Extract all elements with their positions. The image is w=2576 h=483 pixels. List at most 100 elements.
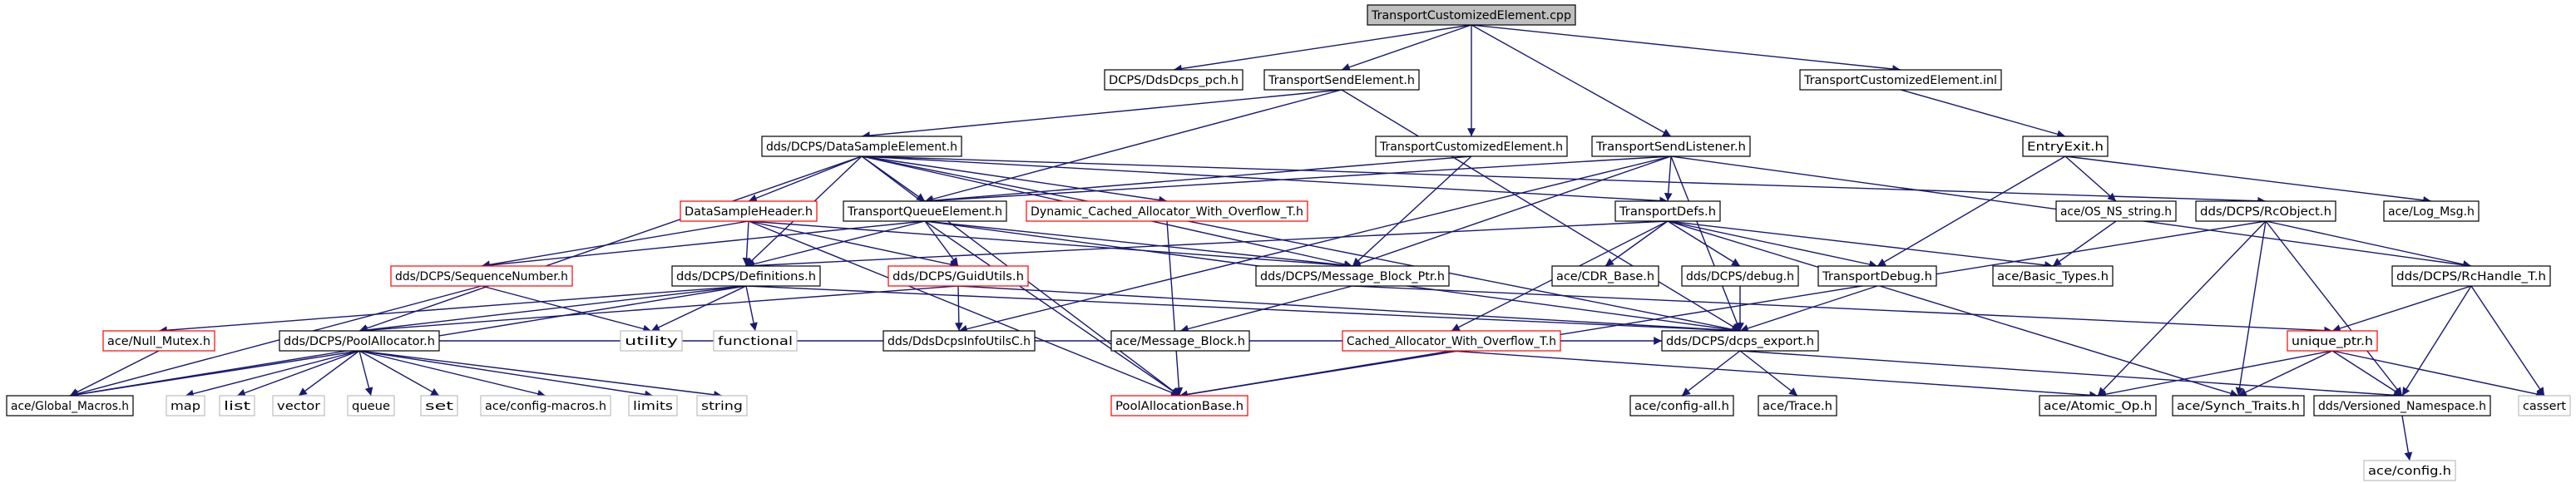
node-box [347, 395, 395, 416]
node-aceconfig[interactable]: ace/config.h [2363, 460, 2456, 481]
node-dcpsexport[interactable]: dds/DCPS/dcps_export.h [1661, 330, 1819, 352]
node-cfgmacros[interactable]: ace/config-macros.h [480, 395, 611, 416]
edge-seqnum-to-utility [481, 285, 652, 333]
node-box [2518, 395, 2571, 416]
node-cassert[interactable]: cassert [2518, 395, 2571, 416]
node-vector[interactable]: vector [272, 395, 325, 416]
node-box [1799, 69, 2002, 91]
node-dcpsdebug[interactable]: dds/DCPS/debug.h [1681, 265, 1799, 287]
node-cfgall[interactable]: ace/config-all.h [1629, 395, 1734, 416]
node-label: dds/DCPS/debug.h [1686, 270, 1794, 283]
node-atomicop[interactable]: ace/Atomic_Op.h [2039, 395, 2157, 416]
node-osns[interactable]: ace/OS_NS_string.h [2055, 200, 2177, 222]
node-tqe[interactable]: TransportQueueElement.h [843, 200, 1007, 222]
node-basictypes[interactable]: ace/Basic_Types.h [1992, 265, 2114, 287]
node-map[interactable]: map [166, 395, 205, 416]
node-msgblock[interactable]: ace/Message_Block.h [1110, 330, 1250, 352]
node-box [279, 330, 440, 352]
node-label: TransportCustomizedElement.inl [1803, 74, 1997, 87]
edge-tce_inl-to-entryexit [1900, 89, 2066, 139]
node-seqnum[interactable]: dds/DCPS/SequenceNumber.h [390, 265, 573, 287]
node-ddsdcps_pch[interactable]: DCPS/DdsDcps_pch.h [1104, 69, 1244, 91]
edge-guidutils-to-ddsinfoutils [954, 285, 963, 332]
edge-rcobj-to-poolallocbase [1179, 220, 2267, 399]
edge-nullmutex-to-globalmacros [69, 350, 160, 397]
node-label: ace/Trace.h [1763, 400, 1832, 413]
node-tdebug[interactable]: TransportDebug.h [1817, 265, 1937, 287]
node-globalmacros[interactable]: ace/Global_Macros.h [6, 395, 134, 416]
node-cdrbase[interactable]: ace/CDR_Base.h [1551, 265, 1659, 287]
node-functional[interactable]: functional [713, 330, 798, 352]
node-tdefs[interactable]: TransportDefs.h [1614, 200, 1721, 222]
node-box [2313, 395, 2491, 416]
node-set[interactable]: set [420, 395, 458, 416]
node-label: ace/config-all.h [1634, 400, 1729, 413]
node-label: dds/DCPS/SequenceNumber.h [395, 270, 568, 283]
node-label: dds/DCPS/DataSampleElement.h [766, 140, 957, 154]
node-label: ace/Message_Block.h [1115, 335, 1245, 348]
node-poolallocbase[interactable]: PoolAllocationBase.h [1110, 395, 1248, 416]
node-string[interactable]: string [696, 395, 748, 416]
node-entryexit[interactable]: EntryExit.h [2022, 136, 2109, 157]
edge-poolalloc-to-limits [358, 350, 654, 399]
node-logmsg[interactable]: ace/Log_Msg.h [2383, 200, 2480, 222]
edge-poolalloc-to-cfgmacros [358, 350, 546, 398]
node-box [1591, 136, 1751, 157]
node-trace[interactable]: ace/Trace.h [1758, 395, 1837, 416]
edge-tqe-to-seqnum [481, 220, 926, 269]
edge-rcobj-to-synchtraits [2235, 220, 2267, 397]
edge-versns-to-aceconfig [2401, 415, 2413, 461]
node-caof[interactable]: Cached_Allocator_With_Overflow_T.h [1342, 330, 1561, 352]
node-tce_inl[interactable]: TransportCustomizedElement.inl [1799, 69, 2002, 91]
node-box [1551, 265, 1659, 287]
edge-poolalloc-to-string [358, 350, 723, 399]
node-dsh[interactable]: DataSampleHeader.h [680, 200, 818, 222]
node-box [883, 330, 1036, 352]
edge-entryexit-to-osns [2064, 155, 2117, 202]
node-dcaof[interactable]: Dynamic_Cached_Allocator_With_Overflow_T… [1026, 200, 1308, 222]
node-box [390, 265, 573, 287]
node-poolalloc[interactable]: dds/DCPS/PoolAllocator.h [279, 330, 440, 352]
edge-root-to-tce_inl [1471, 24, 1901, 73]
node-label: ace/Synch_Traits.h [2177, 400, 2300, 413]
node-label: queue [352, 400, 390, 413]
node-mbptr[interactable]: dds/DCPS/Message_Block_Ptr.h [1255, 265, 1450, 287]
node-box [628, 395, 678, 416]
edge-tsl-to-ddsinfoutils [958, 155, 1672, 333]
node-box [1255, 265, 1450, 287]
node-utility[interactable]: utility [620, 330, 683, 352]
edge-caof-to-poolallocbase [1179, 350, 1452, 399]
edge-root-to-ddsdcps_pch [1173, 24, 1472, 73]
node-versns[interactable]: dds/Versioned_Namespace.h [2313, 395, 2491, 416]
node-nullmutex[interactable]: ace/Null_Mutex.h [102, 330, 215, 352]
node-tsl[interactable]: TransportSendListener.h [1591, 136, 1751, 157]
edge-dsh-to-guidutils [748, 220, 959, 269]
node-dse[interactable]: dds/DCPS/DataSampleElement.h [761, 136, 962, 157]
node-label: TransportDebug.h [1822, 270, 1932, 283]
node-root[interactable]: TransportCustomizedElement.cpp [1367, 4, 1576, 26]
nodes-layer: TransportCustomizedElement.cppDCPS/DdsDc… [6, 4, 2571, 481]
node-rcobj[interactable]: dds/DCPS/RcObject.h [2195, 200, 2336, 222]
edge-dse-to-dsh [748, 155, 863, 202]
node-synchtraits[interactable]: ace/Synch_Traits.h [2172, 395, 2305, 416]
edge-poolalloc-to-set [358, 350, 440, 397]
edge-dsh-to-defs [742, 220, 751, 267]
node-ddsinfoutils[interactable]: dds/DdsDcpsInfoUtilsC.h [883, 330, 1036, 352]
node-uniqueptr[interactable]: unique_ptr.h [2287, 330, 2378, 352]
node-queue[interactable]: queue [347, 395, 395, 416]
node-list[interactable]: list [219, 395, 255, 416]
node-box [1104, 69, 1244, 91]
edge-dse-to-dcpsexport [861, 155, 1741, 333]
node-box [1661, 330, 1819, 352]
node-guidutils[interactable]: dds/DCPS/GuidUtils.h [888, 265, 1029, 287]
node-defs[interactable]: dds/DCPS/Definitions.h [671, 265, 821, 287]
node-box [680, 200, 818, 222]
edge-dse-to-dcaof [861, 155, 1168, 205]
node-limits[interactable]: limits [628, 395, 678, 416]
edge-defs-to-functional [745, 285, 758, 332]
node-tse[interactable]: TransportSendElement.h [1263, 69, 1420, 91]
node-rchandle[interactable]: dds/DCPS/RcHandle_T.h [2391, 265, 2551, 287]
node-box [1367, 4, 1576, 26]
node-tce_h[interactable]: TransportCustomizedElement.h [1375, 136, 1568, 157]
